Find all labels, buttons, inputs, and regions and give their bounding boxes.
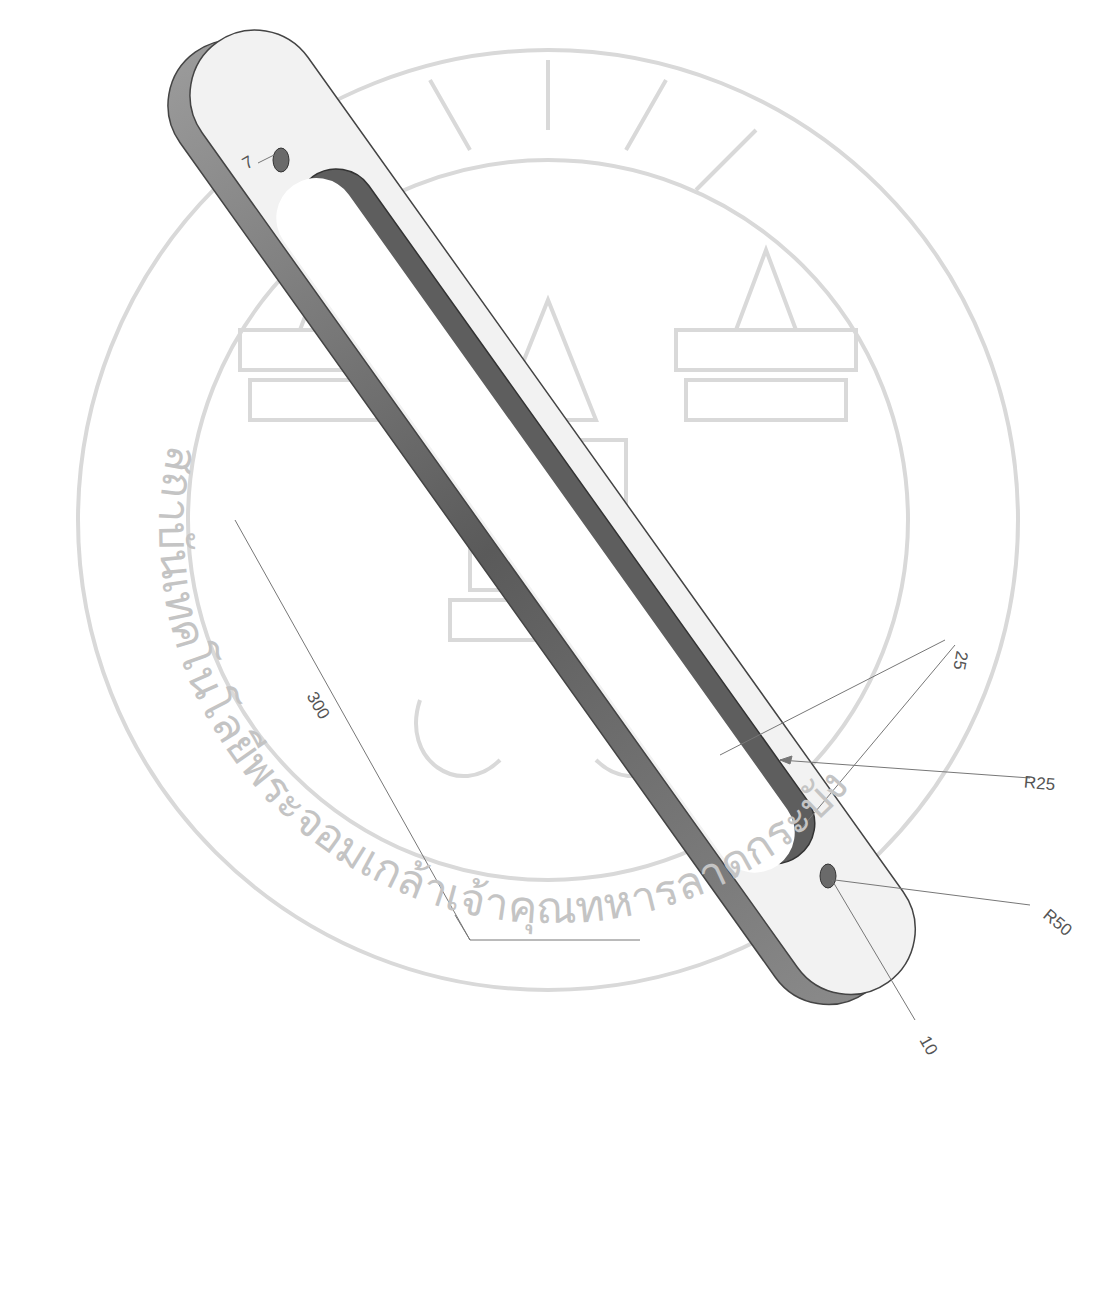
dimension-text: R25 [1024, 773, 1057, 793]
watermark-text: สถาบันเทคโนโลยีพระจอมเกล้าเจ้าคุณทหารลาด… [149, 442, 857, 935]
dimension-text: 10 [916, 1033, 940, 1058]
dimension-lines [235, 155, 1030, 1020]
dimension-text: 300 [304, 688, 333, 721]
dimension-text: R50 [1041, 905, 1076, 938]
dimension-text: 25 [950, 649, 970, 671]
watermark-text: สถาบันเทคโนโลยีพระจอมเกล้าเจ้าคุณทหารลาด… [149, 442, 857, 935]
